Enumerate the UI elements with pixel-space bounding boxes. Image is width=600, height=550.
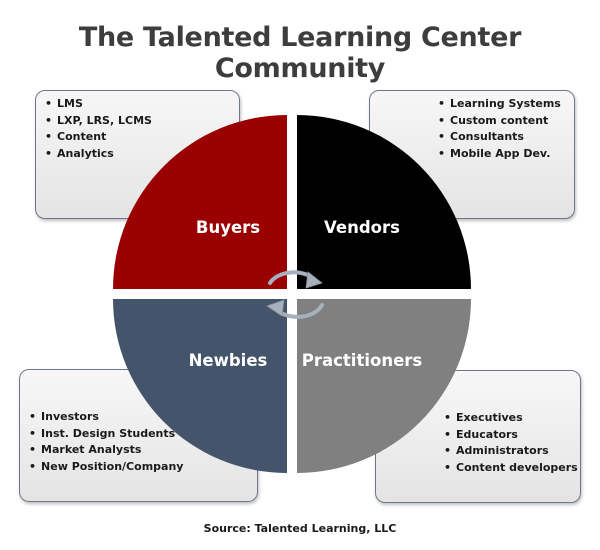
vendors-label: Vendors [324, 218, 400, 237]
list-item: Consultants [438, 129, 561, 146]
list-item: Custom content [438, 113, 561, 130]
practitioners-label: Practitioners [302, 351, 423, 370]
vendors-list: Learning Systems Custom content Consulta… [438, 96, 561, 162]
list-item: New Position/Company [29, 459, 183, 476]
list-item: Investors [29, 409, 183, 426]
source-note: Source: Talented Learning, LLC [203, 522, 397, 535]
buyers-label: Buyers [196, 218, 260, 237]
practitioners-list: Executives Educators Administrators Cont… [444, 410, 578, 476]
list-item: LXP, LRS, LCMS [45, 113, 152, 130]
buyers-quadrant [113, 115, 287, 289]
list-item: Market Analysts [29, 442, 183, 459]
newbies-label: Newbies [189, 351, 268, 370]
list-item: Content developers [444, 460, 578, 477]
list-item: Analytics [45, 146, 152, 163]
newbies-list: Investors Inst. Design Students Market A… [29, 409, 183, 475]
arrow-head-icon [305, 271, 323, 289]
diagram-title: The Talented Learning Center Community [78, 22, 522, 84]
list-item: Content [45, 129, 152, 146]
newbies-quadrant [113, 299, 287, 473]
list-item: Mobile App Dev. [438, 146, 561, 163]
vendors-quadrant [297, 115, 471, 289]
list-item: Executives [444, 410, 578, 427]
list-item: Administrators [444, 443, 578, 460]
list-item: Inst. Design Students [29, 426, 183, 443]
arrow-head-icon [266, 299, 285, 317]
practitioners-quadrant [297, 299, 471, 473]
buyers-list: LMS LXP, LRS, LCMS Content Analytics [45, 96, 152, 162]
list-item: Educators [444, 427, 578, 444]
list-item: LMS [45, 96, 152, 113]
list-item: Learning Systems [438, 96, 561, 113]
